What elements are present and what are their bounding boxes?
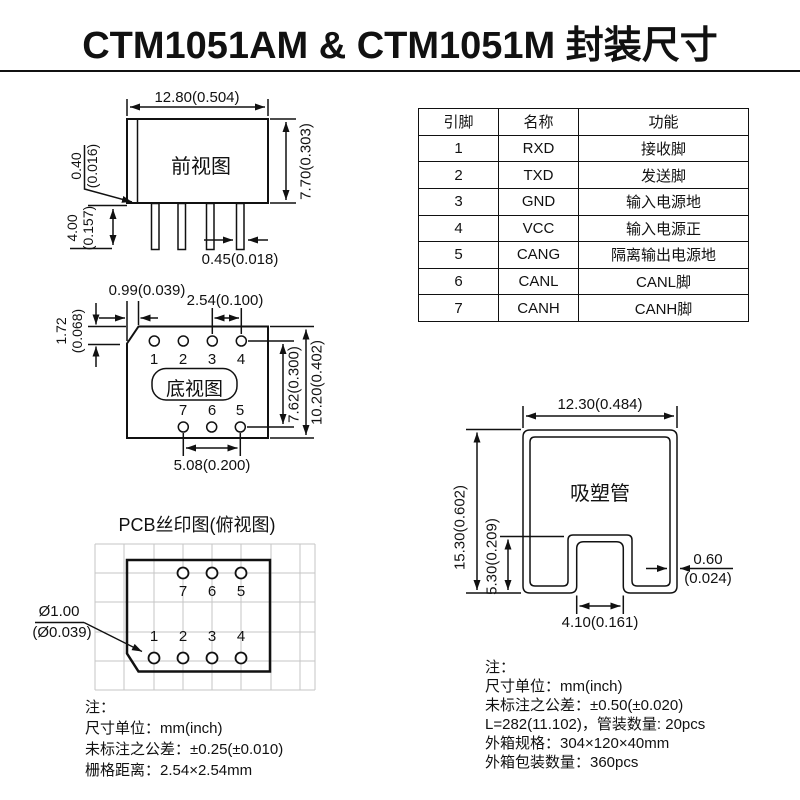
pcb-hole-dia-mm: Ø1.00	[38, 603, 80, 620]
pcb-pin-label: 7	[178, 583, 188, 600]
notes-right-line: L=282(11.102)，管装数量: 20pcs	[485, 716, 706, 733]
blister-dim-height: 15.30(0.602)	[451, 484, 469, 571]
notes-left-heading: 注：	[85, 699, 116, 716]
notes-right-line: 外箱包装数量：360pcs	[485, 754, 639, 771]
pcb-pin-label: 6	[207, 583, 217, 600]
pcb-pin-label: 4	[236, 628, 246, 645]
pin-hole	[206, 335, 219, 347]
pcb-pin-label: 3	[207, 628, 217, 645]
pcb-pad	[234, 651, 248, 665]
bottom-pin-label: 6	[207, 402, 217, 419]
bottom-pin-label: 4	[236, 351, 246, 368]
blister-dim-notch-height: 5.30(0.209)	[483, 518, 501, 595]
front-dim-pin-width: 0.45(0.018)	[201, 251, 279, 268]
bottom-view-drawing	[88, 301, 314, 456]
blister-tube-drawing	[466, 406, 733, 614]
notes-right: 注： 尺寸单位：mm(inch) 未标注之公差：±0.50(±0.020) L=…	[485, 658, 705, 772]
pin-hole	[148, 335, 161, 347]
front-dim-height: 7.70(0.303)	[297, 123, 315, 200]
title-divider	[0, 70, 800, 72]
pcb-pad	[205, 566, 219, 580]
pcb-pad	[205, 651, 219, 665]
notes-right-line: 未标注之公差：±0.50(±0.020)	[485, 697, 684, 714]
bottom-dim-pitch: 2.54(0.100)	[186, 292, 264, 309]
bottom-dim-chamfer-height: 1.72 (0.068)	[53, 308, 85, 354]
front-view-drawing	[70, 99, 296, 251]
pcb-pad	[176, 651, 190, 665]
pcb-pad	[147, 651, 161, 665]
pcb-pad	[234, 566, 248, 580]
notes-left-line: 未标注之公差：±0.25(±0.010)	[85, 741, 284, 758]
pin-hole	[235, 335, 248, 347]
notes-left-line: 尺寸单位：mm(inch)	[85, 720, 223, 737]
silkscreen-outline	[125, 558, 272, 673]
blister-dim-wall-inch: (0.024)	[684, 570, 732, 587]
bottom-pin-label: 1	[149, 351, 159, 368]
front-dim-pin-length: 4.00 (0.157)	[64, 205, 96, 251]
pin-lead	[205, 202, 215, 251]
col-header-function: 功能	[578, 108, 749, 136]
bottom-pin-label: 5	[235, 402, 245, 419]
pin-lead	[177, 202, 187, 251]
table-header-row: 引脚 名称 功能	[418, 108, 749, 136]
pin-hole	[177, 335, 190, 347]
front-dim-edge: 0.40 (0.016)	[68, 143, 100, 189]
blister-dim-wall-mm: 0.60	[693, 551, 723, 568]
pcb-silkscreen-drawing	[35, 558, 272, 673]
tube-outer-wall	[522, 429, 678, 594]
pcb-hole-dia-inch: (Ø0.039)	[32, 624, 92, 641]
bottom-dim-bottom-span: 5.08(0.200)	[173, 457, 251, 474]
bottom-view-label-box	[151, 367, 238, 401]
notes-right-line: 尺寸单位：mm(inch)	[485, 678, 623, 695]
bottom-pin-label: 3	[207, 351, 217, 368]
notes-right-line: 外箱规格：304×120×40mm	[485, 735, 670, 752]
pin-hole	[205, 421, 218, 433]
notes-left-line: 栅格距离：2.54×2.54mm	[85, 762, 253, 779]
bottom-pin-label: 2	[178, 351, 188, 368]
bottom-dim-row-span: 7.62(0.300)	[285, 346, 303, 423]
col-header-name: 名称	[498, 108, 579, 136]
pin-lead	[150, 202, 160, 251]
tube-inner-wall	[529, 436, 671, 587]
notes-left: 注： 尺寸单位：mm(inch) 未标注之公差：±0.25(±0.010) 栅格…	[85, 697, 283, 781]
pcb-pin-label: 1	[149, 628, 159, 645]
module-body	[126, 118, 269, 204]
front-dim-width: 12.80(0.504)	[154, 89, 240, 106]
page-title: CTM1051AM & CTM1051M 封装尺寸	[82, 25, 718, 67]
pin-hole	[177, 421, 190, 433]
blister-dim-notch-width: 4.10(0.161)	[561, 614, 639, 631]
pcb-title: PCB丝印图(俯视图)	[118, 515, 276, 535]
bottom-dim-depth: 10.20(0.402)	[308, 339, 326, 426]
pcb-pin-label: 5	[236, 583, 246, 600]
pin-hole	[234, 421, 247, 433]
notes-right-heading: 注：	[485, 659, 516, 676]
bottom-view-label: 底视图	[165, 379, 223, 400]
pcb-pad	[176, 566, 190, 580]
pcb-pin-label: 2	[178, 628, 188, 645]
col-header-pin: 引脚	[418, 108, 499, 136]
bottom-dim-chamfer-width: 0.99(0.039)	[108, 282, 186, 299]
blister-dim-width: 12.30(0.484)	[557, 396, 643, 413]
pin-lead	[235, 202, 245, 251]
blister-label: 吸塑管	[570, 483, 630, 505]
front-view-label: 前视图	[171, 156, 231, 178]
bottom-pin-label: 7	[178, 402, 188, 419]
